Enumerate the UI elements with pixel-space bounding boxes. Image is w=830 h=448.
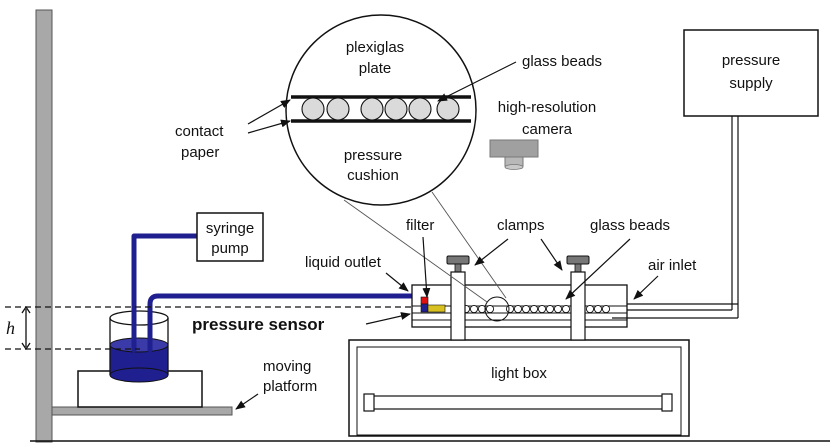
magnified-beads bbox=[301, 97, 460, 121]
arrow-icon bbox=[235, 61, 659, 410]
camera-label-1: high-resolution bbox=[498, 99, 596, 116]
moving-platform-label-1: moving bbox=[263, 358, 311, 375]
filter-label: filter bbox=[406, 217, 434, 234]
stand-pole bbox=[35, 9, 53, 443]
height-label: h bbox=[6, 318, 15, 338]
plexiglas-label-1: plexiglas bbox=[346, 39, 404, 56]
moving-platform-label-2: platform bbox=[263, 378, 317, 395]
sensor-blue bbox=[420, 303, 429, 313]
clamp-icon bbox=[566, 255, 590, 341]
syringe-pump-box bbox=[196, 212, 264, 262]
syringe-pump-label-1: syringe bbox=[206, 220, 254, 237]
camera-label-2: camera bbox=[522, 121, 573, 138]
plexiglas-label-2: plate bbox=[359, 60, 392, 77]
sensor-red bbox=[420, 296, 429, 305]
glass-beads-top-label: glass beads bbox=[522, 53, 602, 70]
pressure-cushion-label-2: cushion bbox=[347, 167, 399, 184]
filter bbox=[427, 304, 446, 313]
height-indicator bbox=[5, 305, 430, 351]
tubing bbox=[131, 233, 423, 353]
pressure-supply-box bbox=[683, 29, 819, 117]
beaker-icon bbox=[109, 310, 169, 383]
light-box-label: light box bbox=[491, 365, 547, 382]
liquid-outlet-label: liquid outlet bbox=[305, 254, 382, 271]
contact-paper-label-1: contact bbox=[175, 123, 224, 140]
pressure-supply-label-2: supply bbox=[729, 75, 773, 92]
light-box bbox=[348, 339, 690, 437]
contact-paper-label-2: paper bbox=[181, 144, 219, 161]
zoom-guide-left bbox=[343, 199, 488, 303]
syringe-pump-label-2: pump bbox=[211, 240, 249, 257]
pressure-supply-line bbox=[731, 116, 739, 318]
clamp-icon bbox=[446, 255, 470, 341]
pressure-supply-label-1: pressure bbox=[722, 52, 780, 69]
magnified-region bbox=[484, 296, 510, 322]
air-inlet-label: air inlet bbox=[648, 257, 697, 274]
clamps-label: clamps bbox=[497, 217, 545, 234]
camera-icon bbox=[489, 139, 539, 170]
pressure-sensor-label: pressure sensor bbox=[192, 315, 325, 334]
cell-beads bbox=[461, 304, 611, 314]
glass-beads-cell-label: glass beads bbox=[590, 217, 670, 234]
zoom-guide-right bbox=[431, 191, 507, 299]
pressure-cushion-label-1: pressure bbox=[344, 147, 402, 164]
